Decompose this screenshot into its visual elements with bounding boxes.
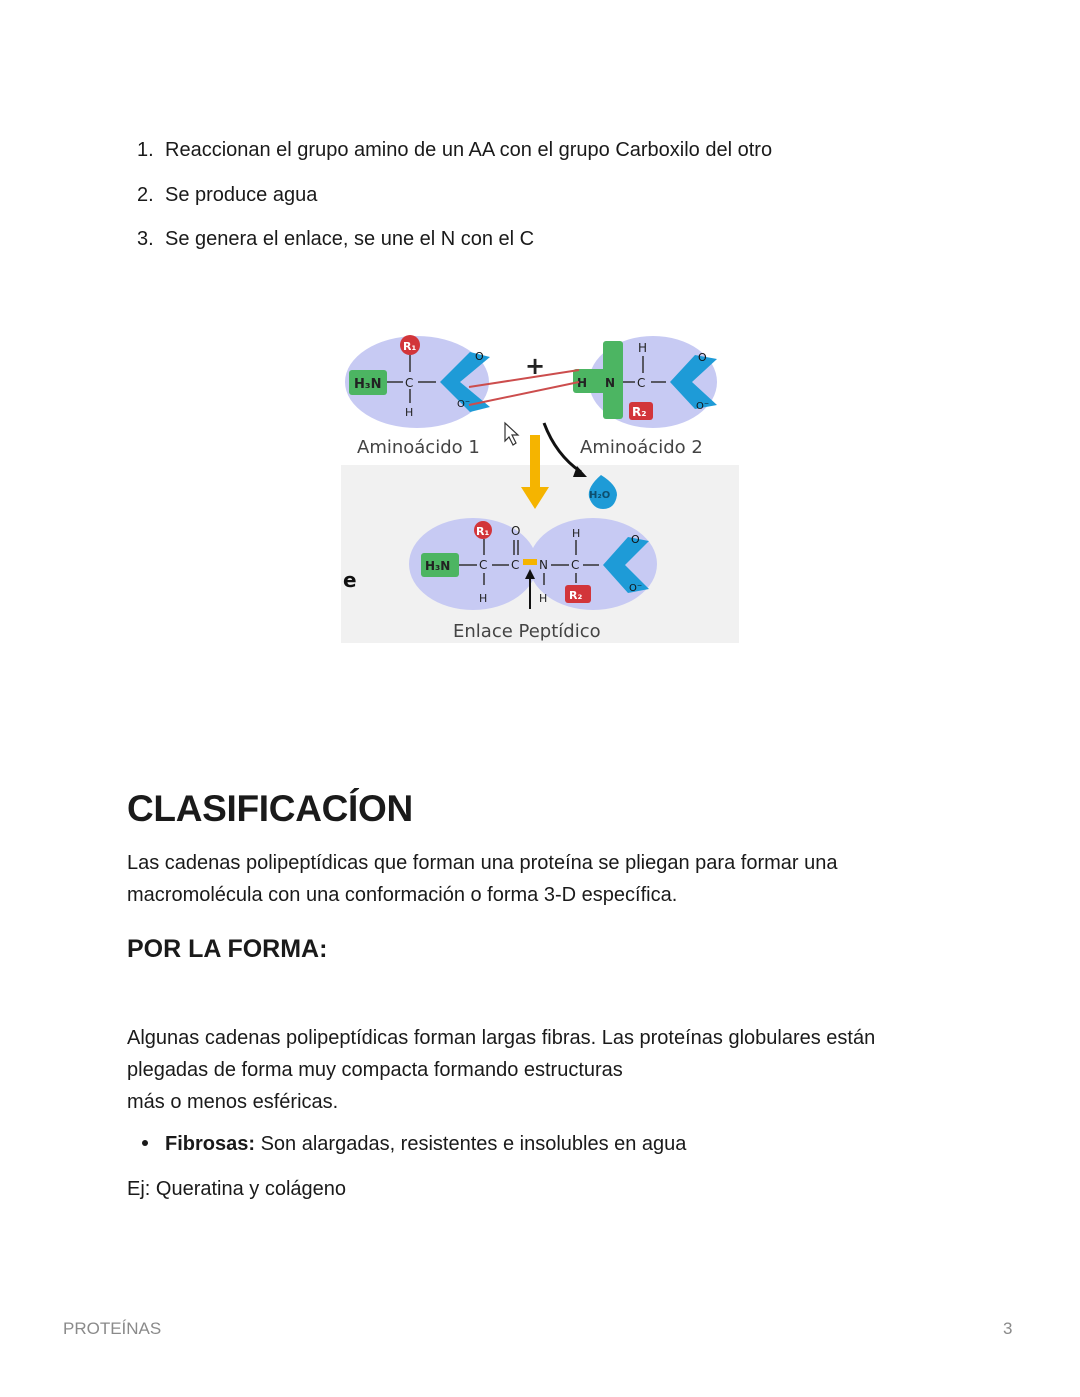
amine-group-2-vertical <box>603 341 623 419</box>
step-number: 2. <box>137 183 154 206</box>
bullet-term: Fibrosas: <box>165 1133 256 1155</box>
step-text: Reaccionan el grupo amino de un AA con e… <box>165 139 773 161</box>
paragraph-line: Algunas cadenas polipeptídicas forman la… <box>127 1027 876 1049</box>
carboxyl-group-1 <box>440 352 490 412</box>
plus-sign: + <box>525 352 545 380</box>
carbon-label: C <box>479 558 487 572</box>
peptide-bond-highlight <box>523 559 537 565</box>
water-release-arrow <box>542 422 582 474</box>
bullet-description: Son alargadas, resistentes e insolubles … <box>255 1133 687 1155</box>
reaction-steps-list: 1. Reaccionan el grupo amino de un AA con… <box>137 128 772 262</box>
footer-title: PROTEÍNAS <box>63 1319 162 1338</box>
h-label: H <box>572 527 580 540</box>
carbon-label: C <box>511 558 519 572</box>
step-number: 1. <box>137 139 154 161</box>
oxygen-minus-label: O⁻ <box>629 583 642 594</box>
amino-acid-1-blob <box>345 336 489 428</box>
carboxyl-group-dipeptide <box>603 537 649 593</box>
section-title: CLASIFICACÍON <box>127 788 413 829</box>
carbon-label: C <box>637 376 645 390</box>
water-drop <box>588 475 617 509</box>
h-label: H <box>577 376 587 390</box>
r1-group-dipeptide <box>474 521 492 539</box>
oxygen-label: O <box>511 524 520 538</box>
peptide-bond-diagram: H₃N R₁ C H O O⁻ Aminoácido 1 + H N H C R… <box>343 335 717 642</box>
h-label: H <box>638 341 647 355</box>
carbon-label: C <box>405 376 413 390</box>
h-label: H <box>479 592 487 605</box>
peptide-bond-figure: H₃N R₁ C H O O⁻ Aminoácido 1 + H N H C R… <box>341 327 739 643</box>
reaction-line-top <box>468 369 580 388</box>
carbon-label: C <box>571 558 579 572</box>
amine-group-dipeptide <box>421 553 459 577</box>
bullet-item-fibrosas: Fibrosas: Son alargadas, resistentes e i… <box>142 1129 686 1159</box>
reaction-arrow-shaft <box>530 435 540 493</box>
oxygen-minus-label: O⁻ <box>696 401 709 412</box>
cursor-icon <box>504 421 520 446</box>
nitrogen-label: N <box>605 376 615 390</box>
r2-group-2 <box>629 402 653 420</box>
step-number: 3. <box>137 228 154 250</box>
step-text: Se produce agua <box>165 183 318 206</box>
oxygen-minus-label: O⁻ <box>457 399 470 410</box>
reaction-line-bottom <box>468 381 580 406</box>
example-text: Ej: Queratina y colágeno <box>127 1178 347 1200</box>
subsection-title: POR LA FORMA: <box>127 935 328 963</box>
paragraph-line: plegadas de forma muy compacta formando … <box>127 1059 623 1081</box>
r1-group-1 <box>400 335 420 355</box>
h-label: H <box>405 406 413 419</box>
subsection-paragraph: Algunas cadenas polipeptídicas forman la… <box>127 1022 947 1118</box>
paragraph-line: más o menos esféricas. <box>127 1091 339 1113</box>
amino-acid-2-label: Aminoácido 2 <box>580 437 703 458</box>
step-item: 1. Reaccionan el grupo amino de un AA con… <box>137 128 772 173</box>
r2-label-dipeptide: R₂ <box>569 589 582 602</box>
step-item: 2. Se produce agua <box>137 173 772 218</box>
step-item: 3. Se genera el enlace, se une el N con e… <box>137 217 772 262</box>
dipeptide-blob-left <box>409 518 537 610</box>
amine-group-1 <box>349 370 387 395</box>
page-number: 3 <box>1003 1319 1013 1338</box>
reaction-arrow-head <box>521 487 549 509</box>
dipeptide-blob-right <box>529 518 657 610</box>
r2-group-dipeptide <box>565 585 591 603</box>
h3n-label-1: H₃N <box>354 377 381 392</box>
step-text: Se genera el enlace, se une el N con el … <box>165 228 535 250</box>
oxygen-label: O <box>631 533 640 546</box>
side-letter: e <box>343 568 357 592</box>
oxygen-label: O <box>698 351 707 364</box>
r1-label-1: R₁ <box>403 340 416 353</box>
water-label: H₂O <box>589 490 610 501</box>
h3n-label-dipeptide: H₃N <box>425 559 450 573</box>
r1-label-dipeptide: R₁ <box>476 525 489 538</box>
section-intro: Las cadenas polipeptídicas que forman un… <box>127 852 838 906</box>
peptide-bond-label: Enlace Peptídico <box>453 621 601 642</box>
carboxyl-group-2 <box>670 355 717 409</box>
r2-label-2: R₂ <box>632 405 647 419</box>
h-label: H <box>539 592 547 605</box>
bullet-dot <box>142 1139 148 1146</box>
nitrogen-label: N <box>539 558 548 572</box>
oxygen-label: O <box>475 350 484 363</box>
amino-acid-1-label: Aminoácido 1 <box>357 437 480 458</box>
